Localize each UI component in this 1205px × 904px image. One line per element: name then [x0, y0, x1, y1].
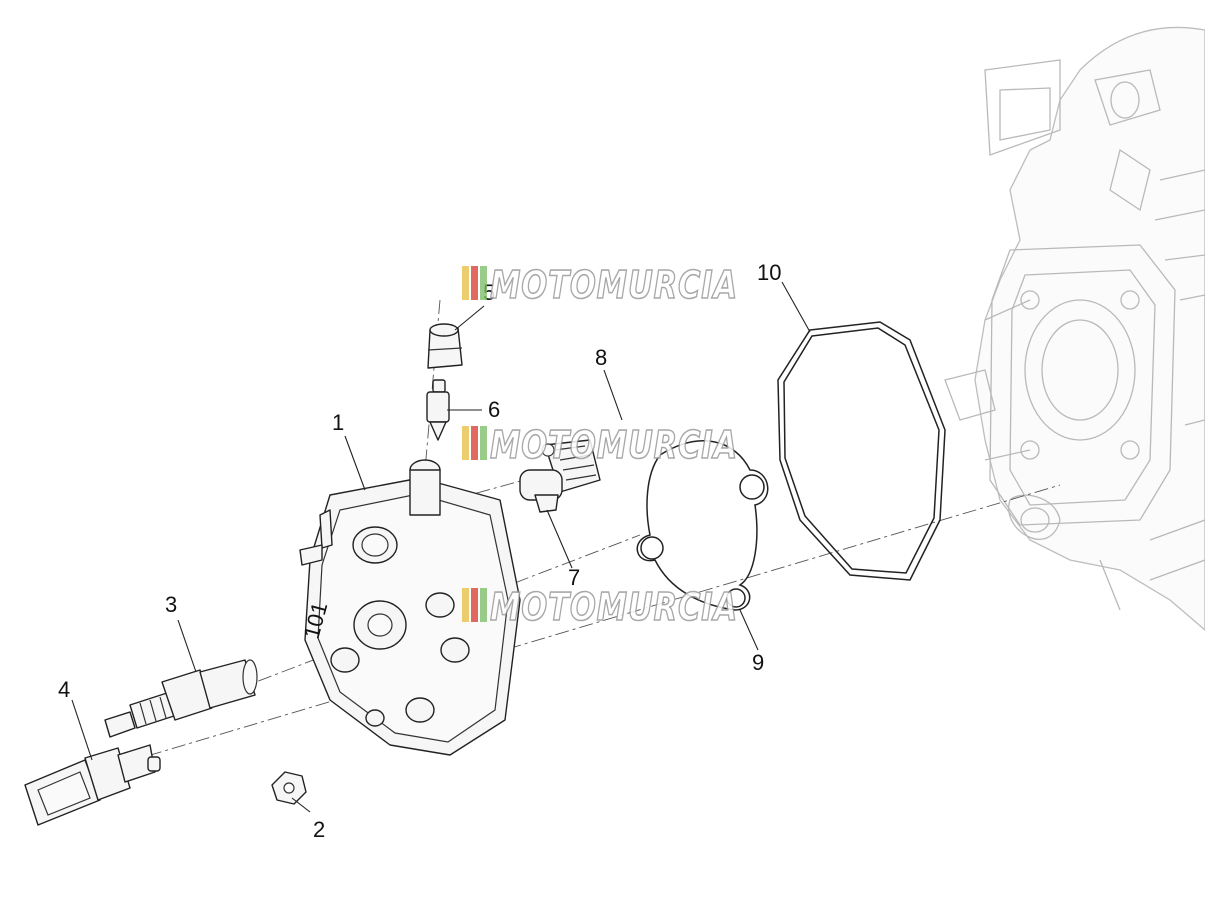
gasket-hole — [739, 474, 765, 500]
callout-1: 1 — [332, 410, 344, 435]
gasket-8-9 — [636, 440, 769, 611]
watermark-middle: MOTOMURCIA — [462, 422, 738, 468]
watermark-text: MOTOMURCIA — [490, 585, 738, 629]
thermostat-7 — [519, 439, 601, 513]
flange-nut-2 — [271, 771, 307, 805]
watermark-stripe — [471, 588, 478, 622]
watermark-stripe — [462, 426, 469, 460]
watermark-stripe — [462, 266, 469, 300]
callout-2: 2 — [313, 817, 325, 842]
watermark-stripe — [480, 266, 487, 300]
bleed-screw-6 — [426, 379, 450, 441]
callout-9: 9 — [752, 650, 764, 675]
gasket-o-ring-10 — [777, 321, 946, 581]
watermark-text: MOTOMURCIA — [490, 263, 738, 307]
leader-lines — [71, 281, 811, 813]
cylinder-head-1: 101 — [299, 459, 521, 756]
callout-10: 10 — [757, 260, 781, 285]
callout-6: 6 — [488, 397, 500, 422]
watermark-stripe — [471, 426, 478, 460]
gasket-hole — [640, 536, 664, 560]
callout-3: 3 — [165, 592, 177, 617]
watermark-stripe — [480, 588, 487, 622]
watermark-top: MOTOMURCIA — [462, 262, 738, 308]
cap-5 — [427, 323, 463, 369]
callout-8: 8 — [595, 345, 607, 370]
sensor-connector-4 — [24, 744, 161, 826]
gasket-hole — [726, 588, 746, 608]
watermark-text: MOTOMURCIA — [490, 423, 738, 467]
watermark-bottom: MOTOMURCIA — [462, 584, 738, 630]
watermark-stripe — [462, 588, 469, 622]
callout-7: 7 — [568, 565, 580, 590]
watermark-stripe — [480, 426, 487, 460]
engine-crankcase-ghost — [944, 26, 1205, 631]
gasket-o-ring-10-inner — [783, 327, 940, 574]
callout-4: 4 — [58, 677, 70, 702]
watermark-stripe — [471, 266, 478, 300]
temperature-sensor-3 — [104, 659, 258, 738]
